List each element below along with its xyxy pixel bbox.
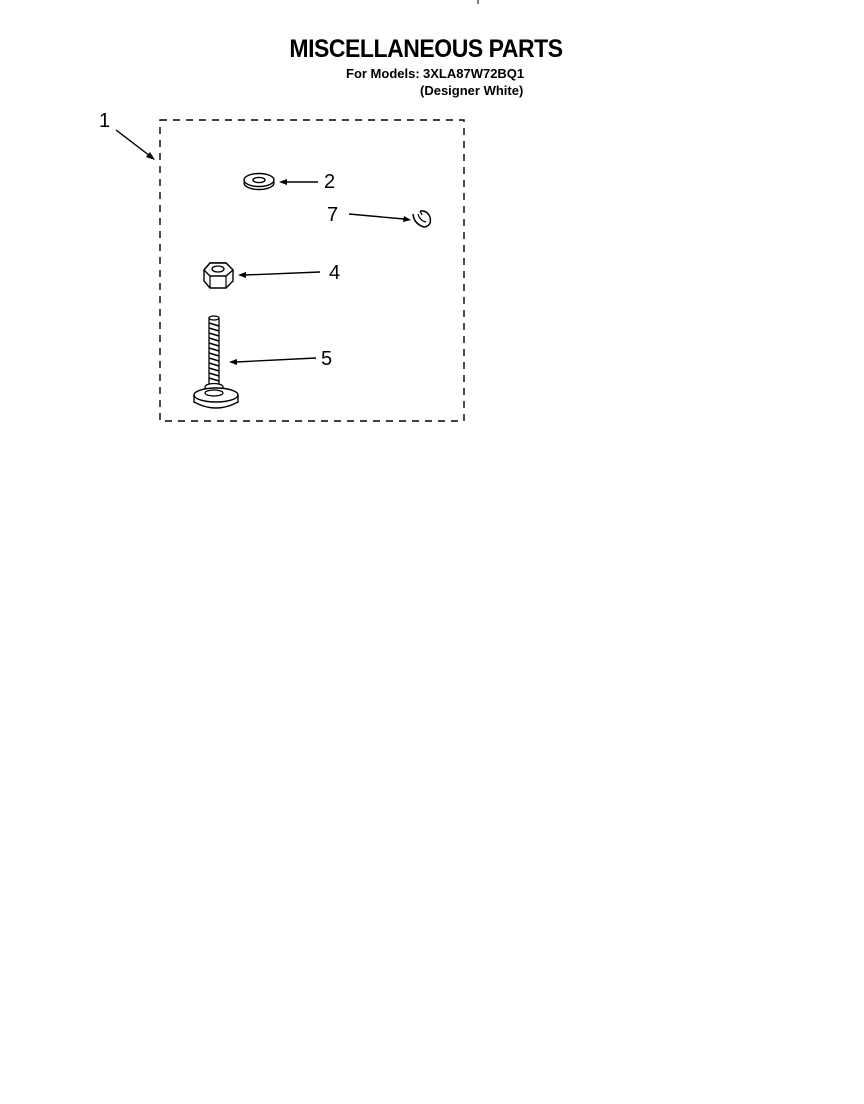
models-label: For Models: — [346, 66, 420, 81]
leveling-foot-icon — [193, 315, 239, 409]
callout-foot: 5 — [321, 348, 333, 370]
callout-washer: 2 — [324, 171, 336, 193]
retaining-clip-icon — [412, 210, 432, 228]
leader-kit-arrow — [146, 152, 155, 160]
leader-nut — [244, 271, 321, 276]
page-title: MISCELLANEOUS PARTS — [289, 35, 563, 63]
leader-foot-arrow — [229, 359, 237, 365]
leader-nut-arrow — [238, 272, 246, 278]
hex-nut-icon — [203, 262, 235, 289]
model-color-note: (Designer White) — [420, 83, 524, 98]
leader-kit — [115, 129, 151, 157]
leader-washer-arrow — [279, 179, 287, 185]
leader-clip-arrow — [403, 216, 411, 222]
leader-clip — [348, 213, 405, 220]
kit-boundary — [159, 119, 465, 422]
callout-kit: 1 — [99, 110, 111, 132]
callout-clip: 7 — [327, 204, 339, 226]
callout-nut: 4 — [329, 262, 341, 284]
model-number: 3XLA87W72BQ1 — [423, 66, 525, 81]
leader-foot — [235, 357, 317, 363]
flat-washer-icon — [243, 172, 275, 191]
